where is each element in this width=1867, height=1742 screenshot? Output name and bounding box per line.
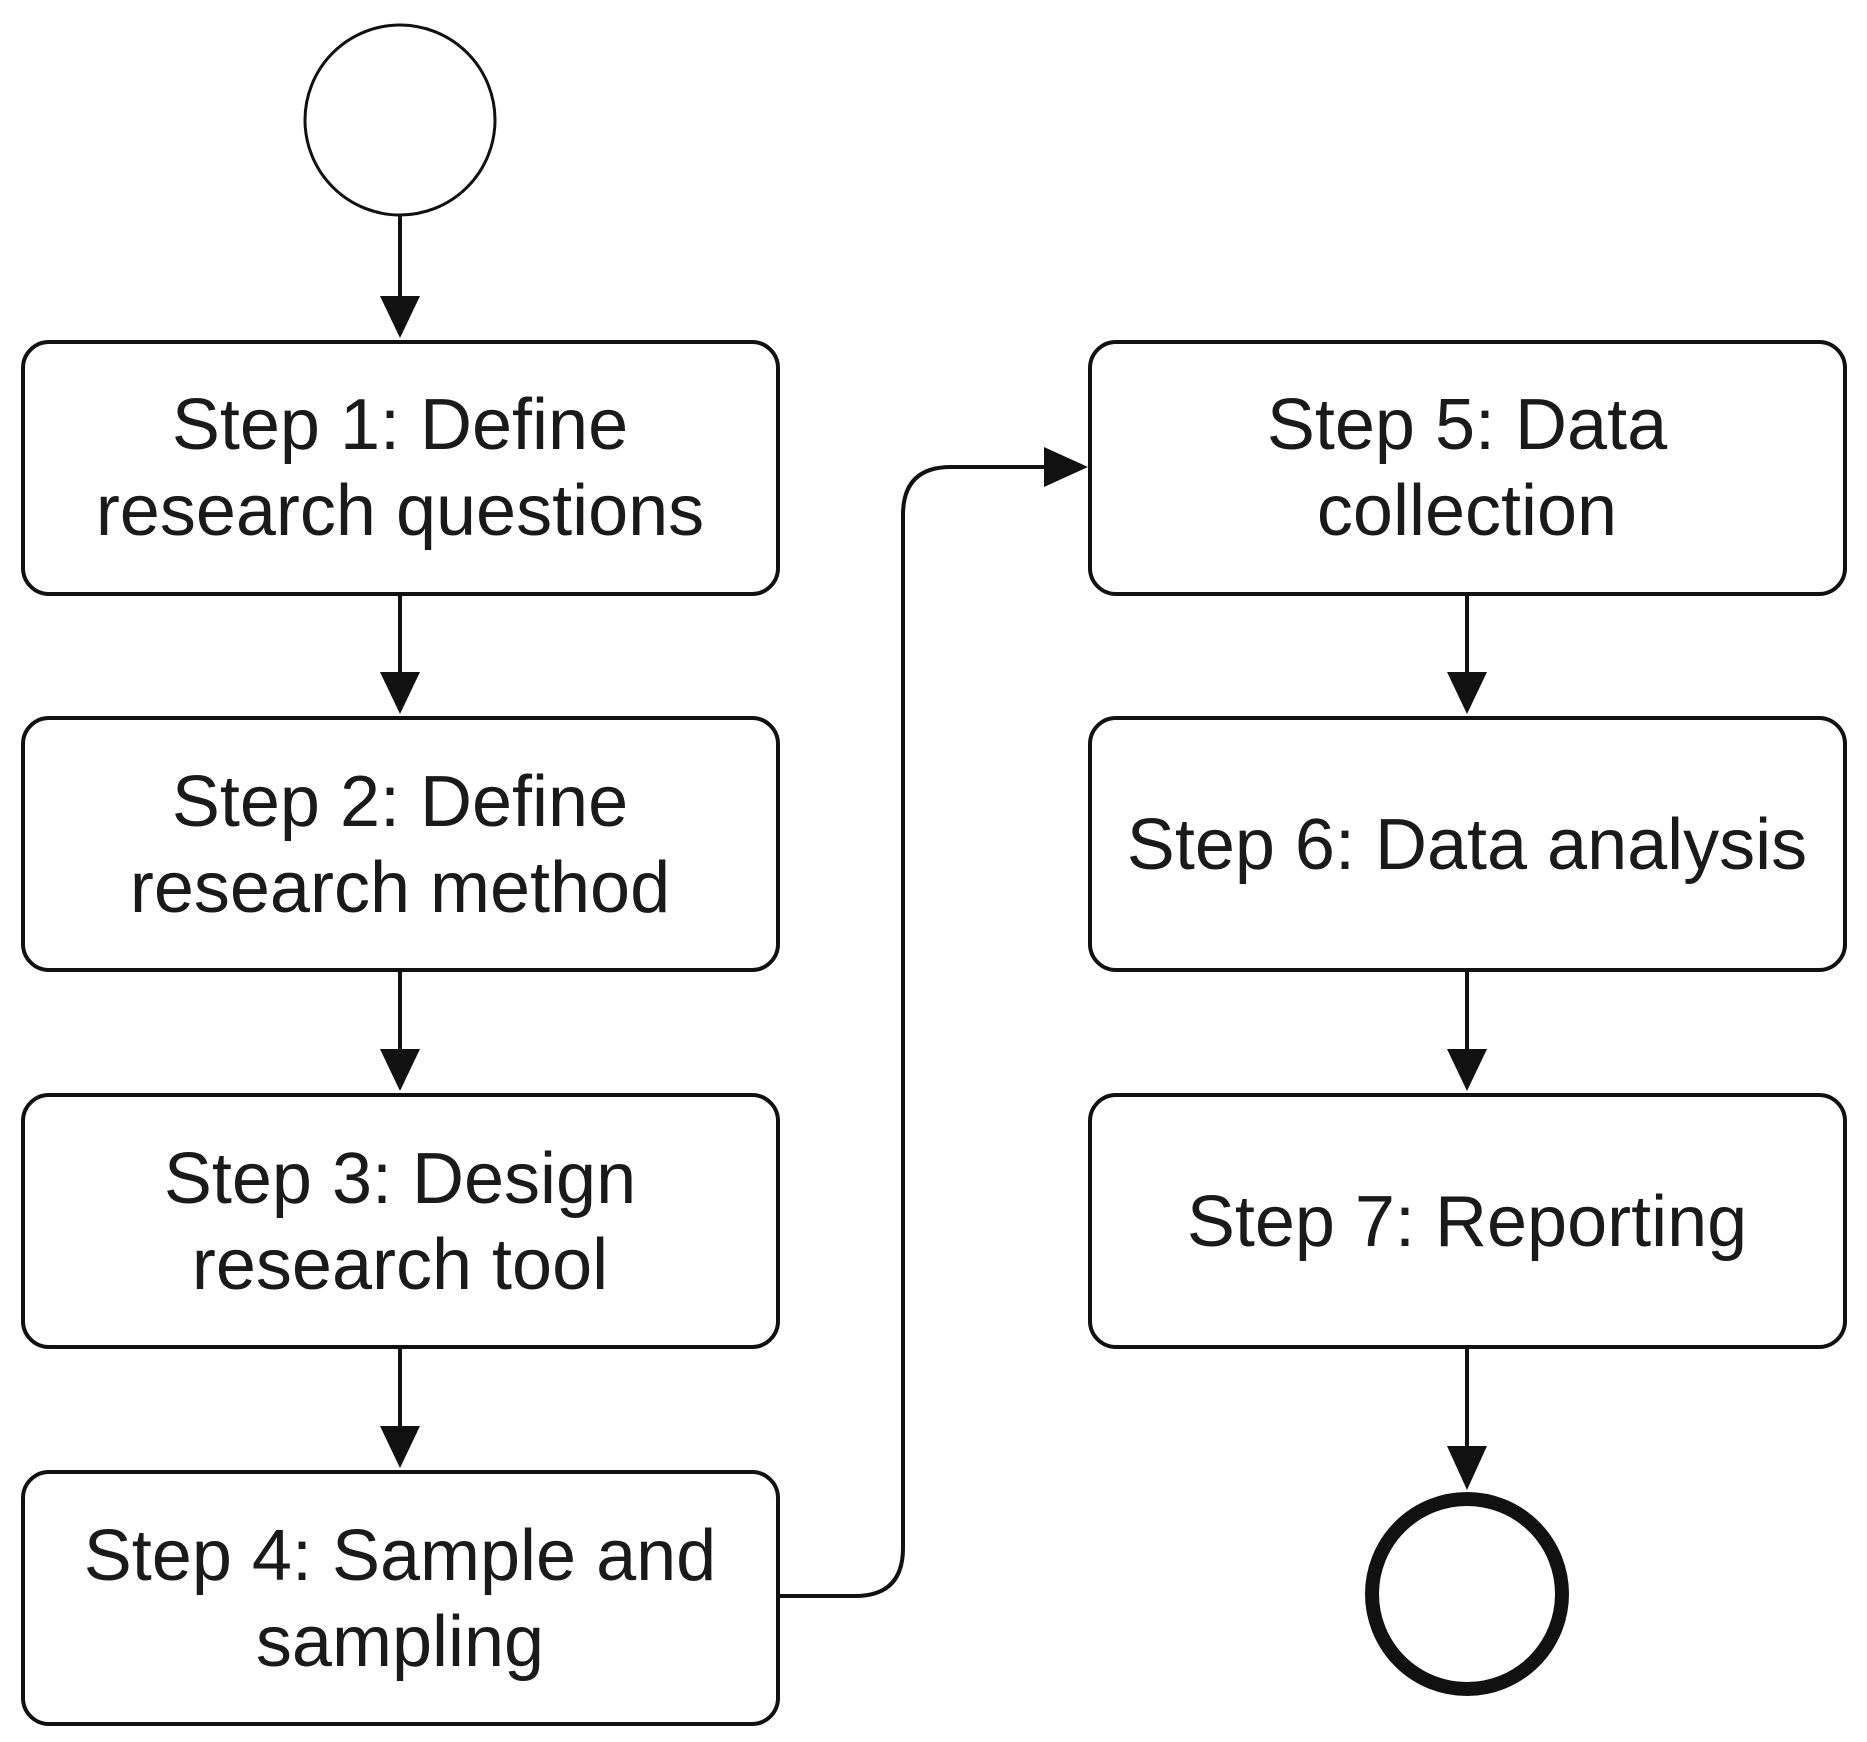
edge-step-7-to-end (1447, 1347, 1487, 1490)
connectors (380, 215, 1487, 1598)
end-circle (1365, 1492, 1569, 1696)
step-5-box: Step 5: Data collection (1088, 340, 1847, 596)
step-7-line-1: Step 7: Reporting (1187, 1182, 1747, 1262)
edge-step-4-to-step-5 (780, 447, 1088, 1598)
step-2-line-1: Step 2: Define (172, 762, 628, 842)
step-3-line-1: Step 3: Design (164, 1139, 636, 1219)
edge-step-5-to-step-6 (1447, 594, 1487, 714)
edge-step-3-to-step-4 (380, 1347, 420, 1468)
step-3-line-2: research tool (192, 1225, 608, 1305)
step-2-line-2: research method (130, 848, 670, 928)
step-1-line-1: Step 1: Define (172, 385, 628, 465)
step-6-box: Step 6: Data analysis (1088, 716, 1847, 972)
step-4-box: Step 4: Sample and sampling (21, 1470, 780, 1726)
step-6-line-1: Step 6: Data analysis (1127, 805, 1807, 885)
step-5-line-2: collection (1317, 471, 1617, 551)
step-1-line-2: research questions (96, 471, 704, 551)
step-7-box: Step 7: Reporting (1088, 1093, 1847, 1349)
edge-step-6-to-step-7 (1447, 970, 1487, 1091)
step-4-line-1: Step 4: Sample and (84, 1516, 716, 1596)
step-3-box: Step 3: Design research tool (21, 1093, 780, 1349)
edge-step-1-to-step-2 (380, 594, 420, 714)
step-5-line-1: Step 5: Data (1267, 385, 1668, 465)
edge-start-to-step-1 (380, 215, 420, 338)
step-4-line-2: sampling (256, 1602, 544, 1682)
start-circle (303, 23, 497, 217)
step-2-box: Step 2: Define research method (21, 716, 780, 972)
edge-step-2-to-step-3 (380, 970, 420, 1091)
step-1-box: Step 1: Define research questions (21, 340, 780, 596)
